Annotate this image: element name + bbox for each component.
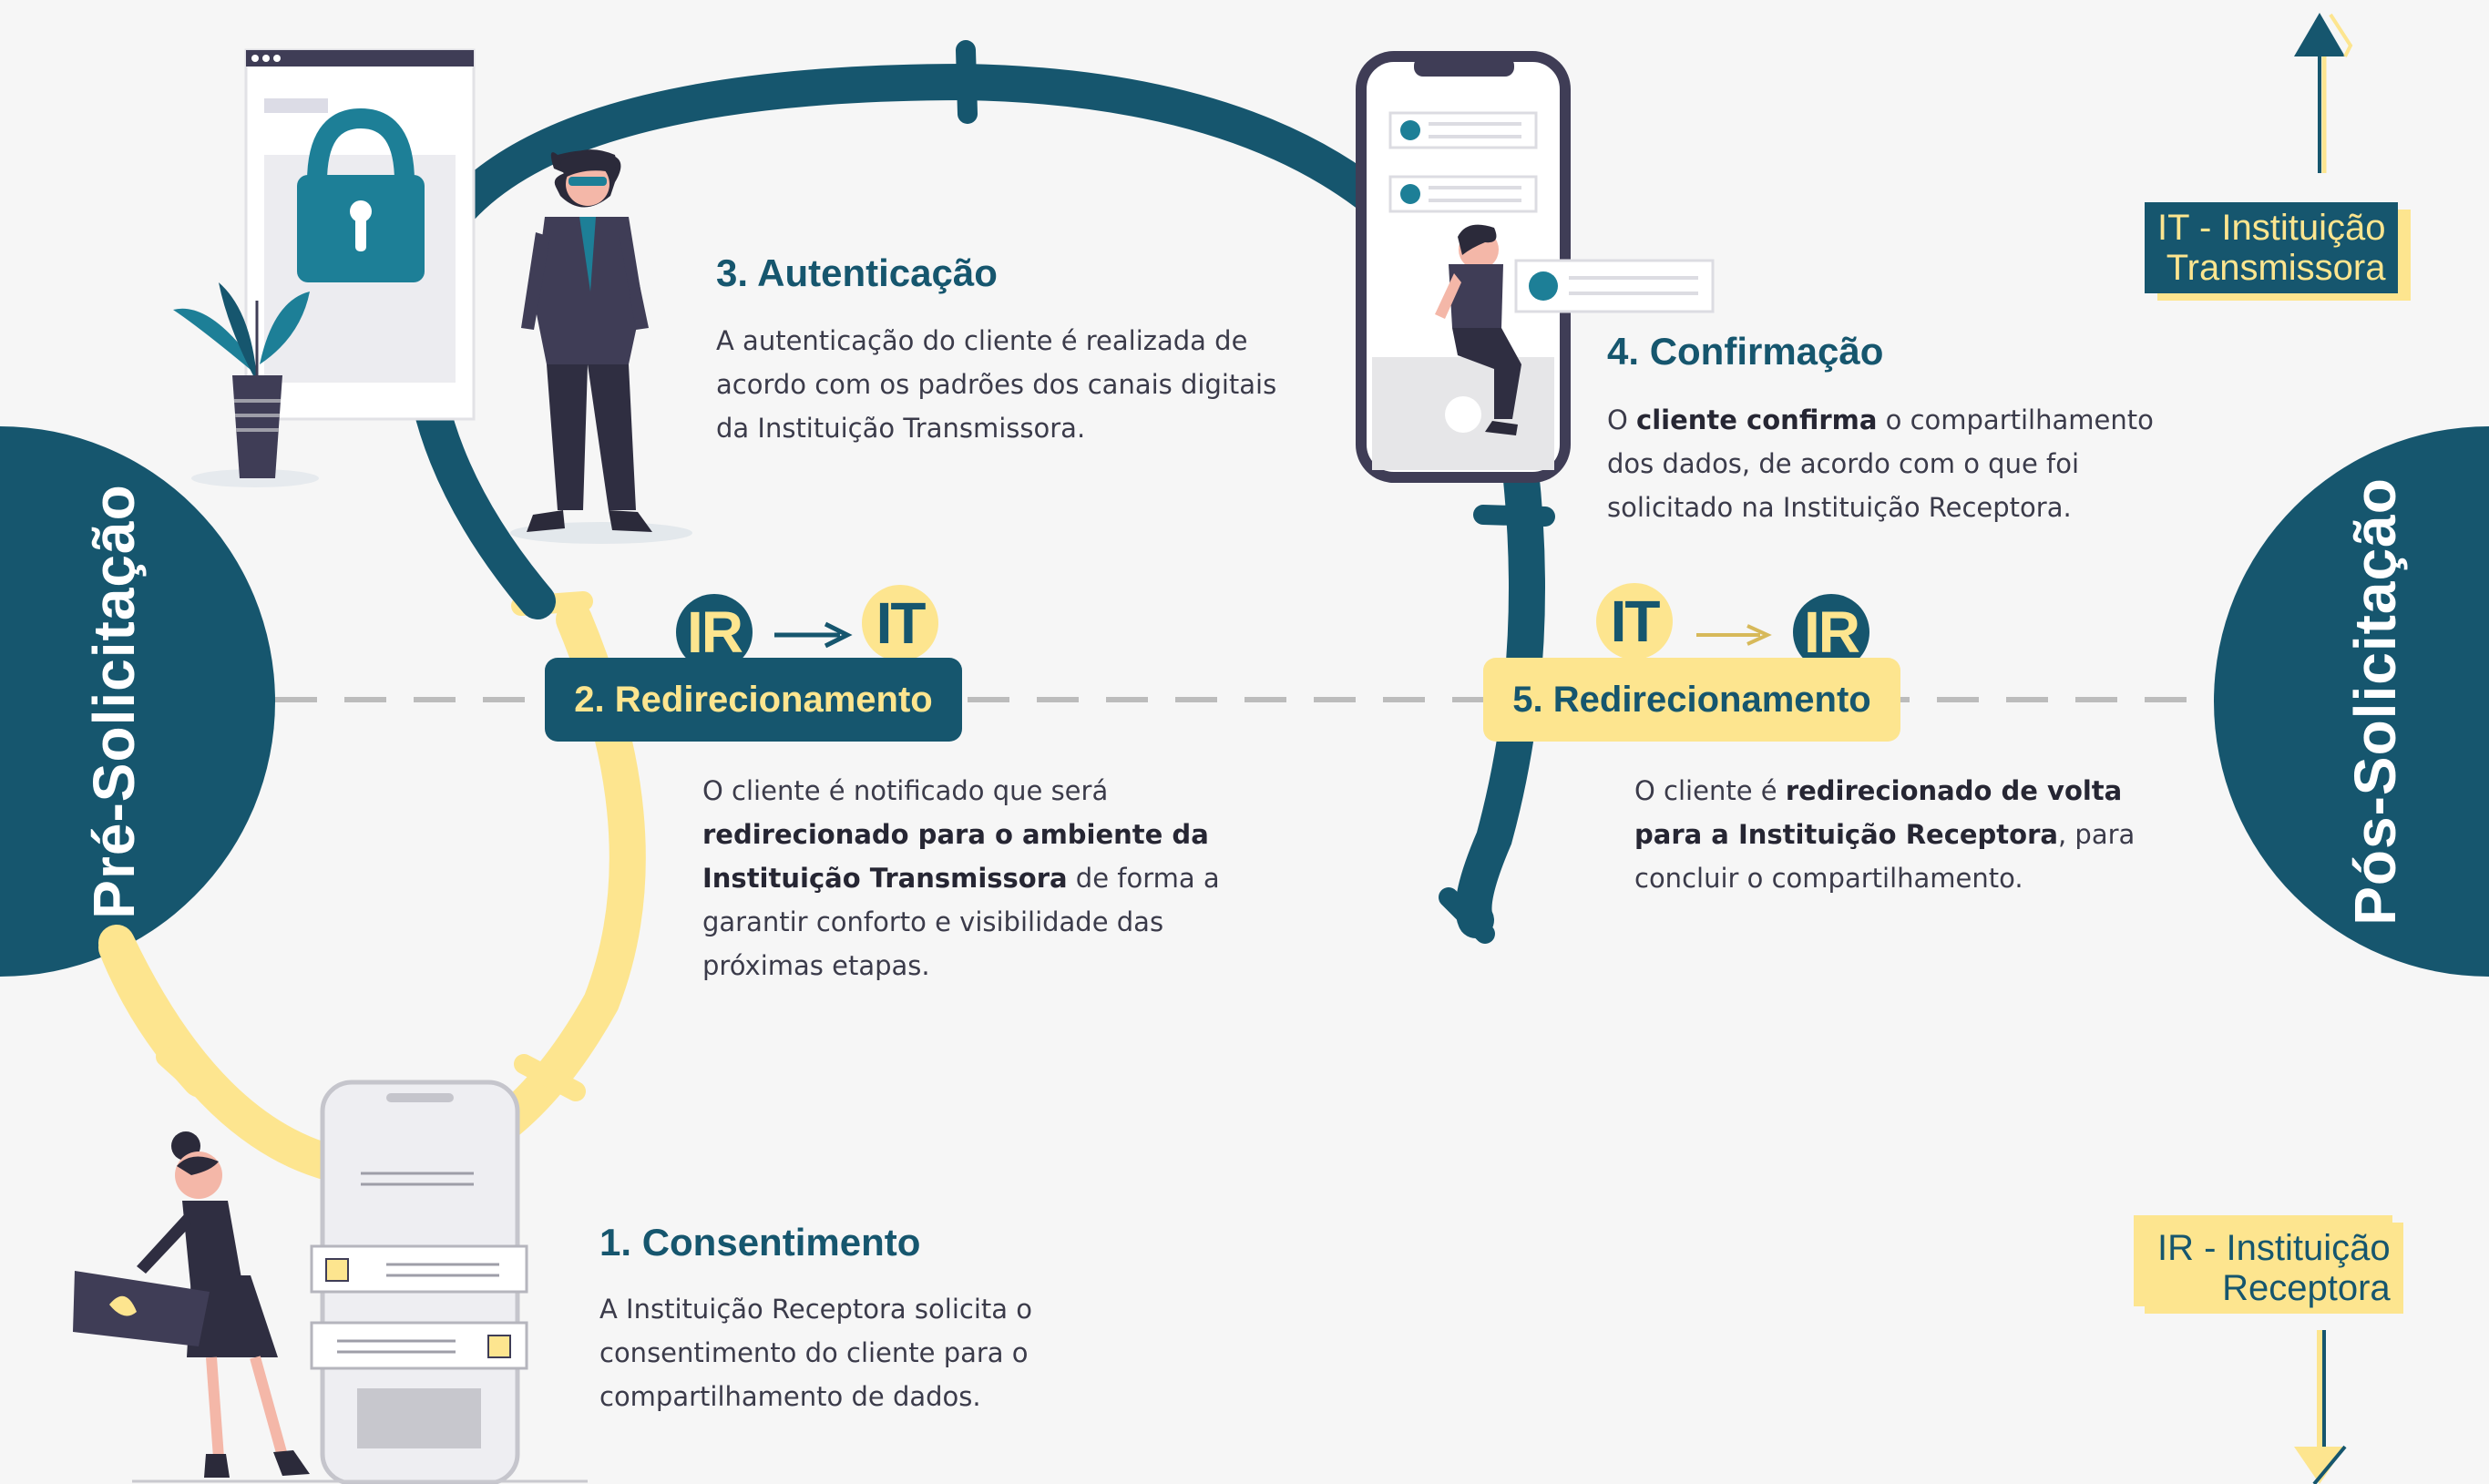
redirect-arrow-ir-to-it [774,621,853,649]
legend-it: IT - Instituição Transmissora [2145,202,2399,293]
step1-description: A Instituição Receptora solicita o conse… [599,1294,1032,1412]
person-sitting-icon [1435,224,1521,435]
yellow-arc-tick-2 [514,1054,586,1101]
padlock-browser-icon [244,48,476,421]
badge-it-step5: IT [1596,583,1673,660]
step1-title: 1. Consentimento [599,1221,921,1264]
step4-description: O cliente confirma o compartilhamento do… [1607,398,2208,529]
woman-with-card-icon [73,1131,588,1483]
legend-ir-line1: IR - Instituição [2157,1228,2391,1268]
step5-text-part1: O cliente é [1634,775,1786,806]
step5-text-bold: redirecionado de volta para a Instituiçã… [1634,775,2123,850]
step5-text-part2: , para concluir o compartilhamento. [1634,819,2136,894]
step2-text-part1: O cliente é notificado que será [702,775,1109,806]
step5-redirect-pill: 5. Redirecionamento [1483,658,1900,742]
post-request-label: Pós-Solicitação [2342,477,2408,926]
step4-text-part1: O [1607,404,1637,435]
step3-description: A autenticação do cliente é realizada de… [716,325,1277,444]
businessman-icon [510,149,692,544]
legend-it-line1: IT - Instituição [2157,208,2386,248]
legend-ir: IR - Instituição Receptora [2145,1223,2403,1314]
step4-text-bold: cliente confirma [1636,404,1878,435]
post-request-circle [2214,426,2489,977]
pre-request-label: Pré-Solicitação [81,484,147,919]
legend-down-arrow [2294,1330,2347,1484]
legend-up-arrow [2294,13,2353,173]
redirect-arrow-it-to-ir [1696,624,1772,646]
step2-text-part2: de forma a garantir conforto e visibilid… [702,863,1220,981]
step2-redirect-pill: 2. Redirecionamento [545,658,962,742]
pre-request-circle [0,426,275,977]
teal-arc-tick-3 [1439,887,1495,944]
legend-ir-line2: Receptora [2222,1268,2391,1308]
step3-title: 3. Autenticação [716,251,998,294]
step2-text-bold: redirecionado para o ambiente da Institu… [702,819,1209,894]
step2-description: O cliente é notificado que será redireci… [702,769,1267,988]
yellow-arc-tick-1 [156,1047,221,1108]
badge-it-step2: IT [862,585,938,661]
teal-arc-tick-1 [956,40,978,124]
step4-title: 4. Confirmação [1607,330,1884,373]
step5-description: O cliente é redirecionado de volta para … [1634,769,2172,900]
legend-it-line2: Transmissora [2166,248,2386,288]
plant-icon [173,282,319,487]
teal-arc-tick-2 [1473,505,1555,527]
step4-text-part2: o compartilhamento dos dados, de acordo … [1607,404,2154,523]
smartphone-form-icon [310,1080,528,1484]
